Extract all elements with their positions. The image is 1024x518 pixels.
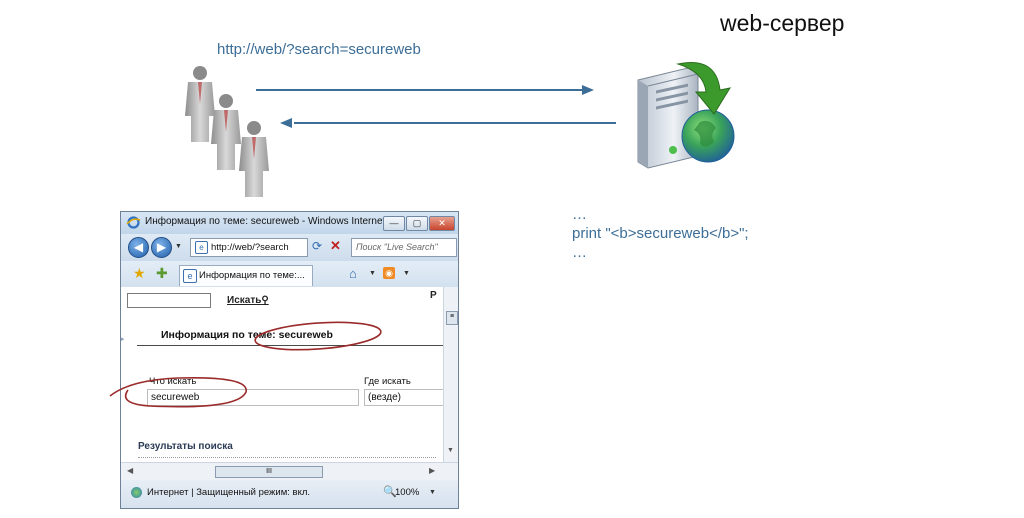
heading-divider [137, 345, 443, 346]
search-input[interactable]: Поиск "Live Search" [351, 238, 457, 257]
response-arrow [280, 118, 616, 128]
request-response-arrows [256, 85, 616, 128]
page-content: Искать⚲ Р ▸ Информация по теме: securewe… [121, 287, 443, 462]
page-corner-text: Р [430, 290, 437, 301]
request-arrow [256, 85, 594, 95]
home-dropdown-icon[interactable]: ▼ [369, 270, 376, 277]
add-favorite-icon[interactable]: ✚ [156, 265, 168, 281]
scroll-down-icon[interactable]: ▼ [447, 447, 454, 454]
where-input[interactable]: (везде) [364, 389, 443, 406]
back-button[interactable]: ◀ [128, 237, 149, 258]
favorites-star-icon[interactable]: ★ [133, 265, 146, 281]
address-bar[interactable]: e http://web/?search ▼ [190, 238, 374, 257]
results-divider [138, 457, 436, 458]
search-icon: ⚲ [261, 295, 269, 306]
tab-page-icon: e [183, 269, 197, 283]
maximize-button[interactable]: ▢ [406, 216, 428, 231]
vertical-scroll-thumb[interactable]: ≡ [446, 311, 458, 325]
what-value: secureweb [151, 392, 200, 403]
request-url: http://web/?search=secureweb [217, 41, 421, 58]
user-figure [211, 94, 241, 170]
page-icon: e [195, 241, 208, 254]
where-label: Где искать [364, 376, 411, 387]
server-title: web-сервер [720, 10, 845, 36]
close-button[interactable]: ✕ [429, 216, 455, 231]
zoom-level[interactable]: 100% [395, 487, 420, 498]
scroll-right-icon[interactable]: ▶ [429, 466, 436, 475]
page-heading: Информация по теме: secureweb [161, 329, 333, 341]
status-text: Интернет | Защищенный режим: вкл. [147, 487, 311, 498]
code-line: … [572, 206, 587, 223]
collapse-arrow-icon[interactable]: ▸ [121, 336, 125, 343]
zoom-icon[interactable]: 🔍 [383, 486, 397, 498]
browser-window: Информация по теме: secureweb - Windows … [120, 211, 459, 509]
status-bar: Интернет | Защищенный режим: вкл. 🔍 100%… [121, 480, 458, 508]
stop-icon[interactable]: ✕ [330, 238, 341, 253]
page-search-input[interactable] [127, 293, 211, 308]
internet-zone-icon [131, 487, 142, 498]
address-value: http://web/?search [211, 242, 289, 253]
user-figure [185, 66, 215, 142]
vertical-scrollbar[interactable]: ≡ ▼ [443, 287, 458, 462]
minimize-button[interactable]: — [383, 216, 405, 231]
code-line: … [572, 244, 587, 261]
what-input[interactable]: secureweb [147, 389, 359, 406]
ie-logo-icon [126, 216, 141, 229]
search-placeholder: Поиск "Live Search" [356, 242, 438, 252]
tab-label: Информация по теме:... [199, 270, 305, 281]
tab-current[interactable]: e Информация по теме:... [179, 265, 313, 286]
title-bar: Информация по теме: secureweb - Windows … [121, 212, 458, 234]
server-icon [637, 62, 735, 169]
user-figure [239, 121, 269, 197]
code-line: print "<b>secureweb</b>"; [572, 225, 749, 242]
user-group-icon [185, 66, 269, 197]
refresh-icon[interactable]: ⟳ [312, 239, 323, 253]
rss-icon[interactable]: ◉ [383, 267, 395, 279]
horizontal-scrollbar[interactable]: ◀ III ▶ [121, 462, 458, 480]
what-label: Что искать [149, 376, 197, 387]
zoom-dropdown-icon[interactable]: ▼ [429, 489, 436, 496]
home-icon[interactable]: ⌂ [349, 266, 357, 281]
scroll-left-icon[interactable]: ◀ [127, 466, 134, 475]
download-arrow-icon [676, 62, 732, 115]
window-title: Информация по теме: secureweb - Windows … [145, 216, 385, 227]
page-search-link[interactable]: Искать⚲ [227, 295, 269, 306]
where-value: (везде) [368, 392, 401, 403]
horizontal-scroll-thumb[interactable]: III [215, 466, 323, 478]
history-dropdown-icon[interactable]: ▼ [175, 243, 182, 250]
page-search-link-label: Искать [227, 295, 262, 306]
forward-button[interactable]: ▶ [151, 237, 172, 258]
code-snippet: … print "<b>secureweb</b>"; … [572, 205, 749, 262]
rss-dropdown-icon[interactable]: ▼ [403, 270, 410, 277]
results-heading: Результаты поиска [138, 441, 233, 452]
tab-bar: ★ ✚ e Информация по теме:... ⌂ ▼ ◉ ▼ [121, 261, 458, 287]
navigation-bar: ◀ ▶ ▼ e http://web/?search ▼ ⟳ ✕ Поиск "… [121, 234, 458, 261]
